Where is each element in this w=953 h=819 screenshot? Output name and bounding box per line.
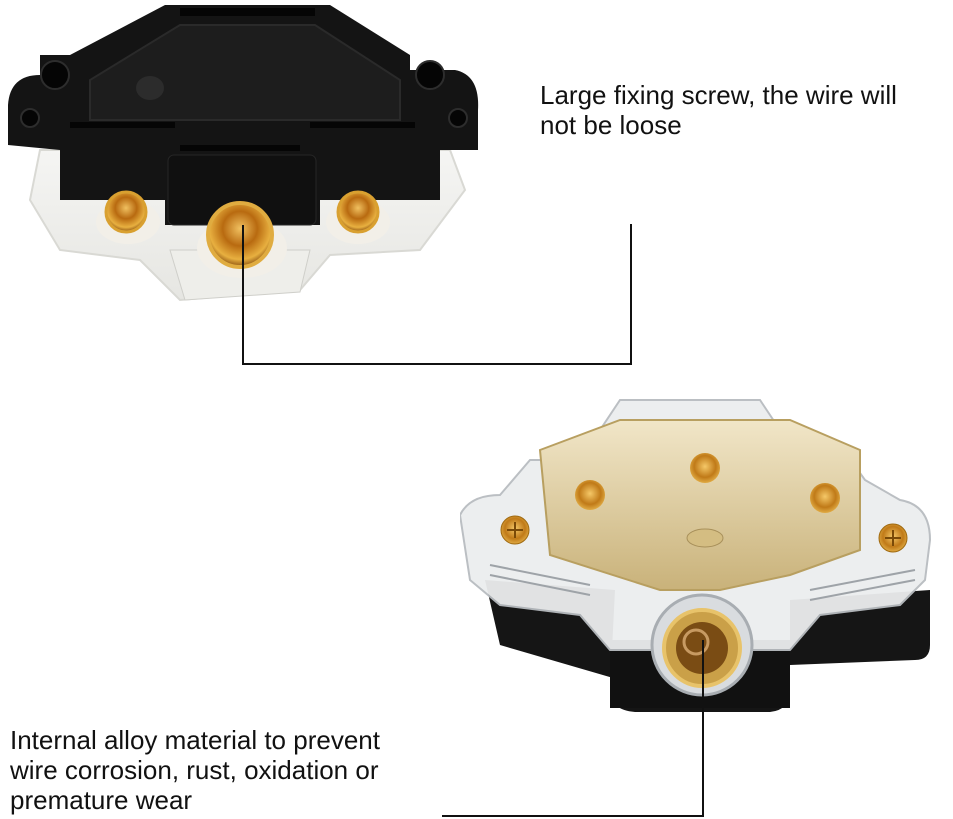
distribution-block-underside-image: [8, 5, 479, 302]
caption-internal-alloy-line2: wire corrosion, rust, oxidation or: [10, 755, 379, 785]
distribution-block-top-image: [460, 399, 932, 712]
caption-fixing-screw-line1: Large fixing screw, the wire will: [540, 80, 897, 110]
caption-internal-alloy-line3: premature wear: [10, 785, 193, 815]
caption-fixing-screw: Large fixing screw, the wire will not be…: [540, 80, 897, 140]
callout-line-bottom-vertical: [702, 640, 704, 817]
caption-internal-alloy-line1: Internal alloy material to prevent: [10, 725, 380, 755]
caption-fixing-screw-line2: not be loose: [540, 110, 682, 140]
callout-line-top-horizontal: [242, 363, 632, 365]
callout-line-top-vertical-right: [630, 224, 632, 365]
callout-line-bottom-horizontal: [442, 815, 704, 817]
caption-internal-alloy: Internal alloy material to prevent wire …: [10, 725, 380, 815]
callout-line-top-vertical-left: [242, 225, 244, 365]
